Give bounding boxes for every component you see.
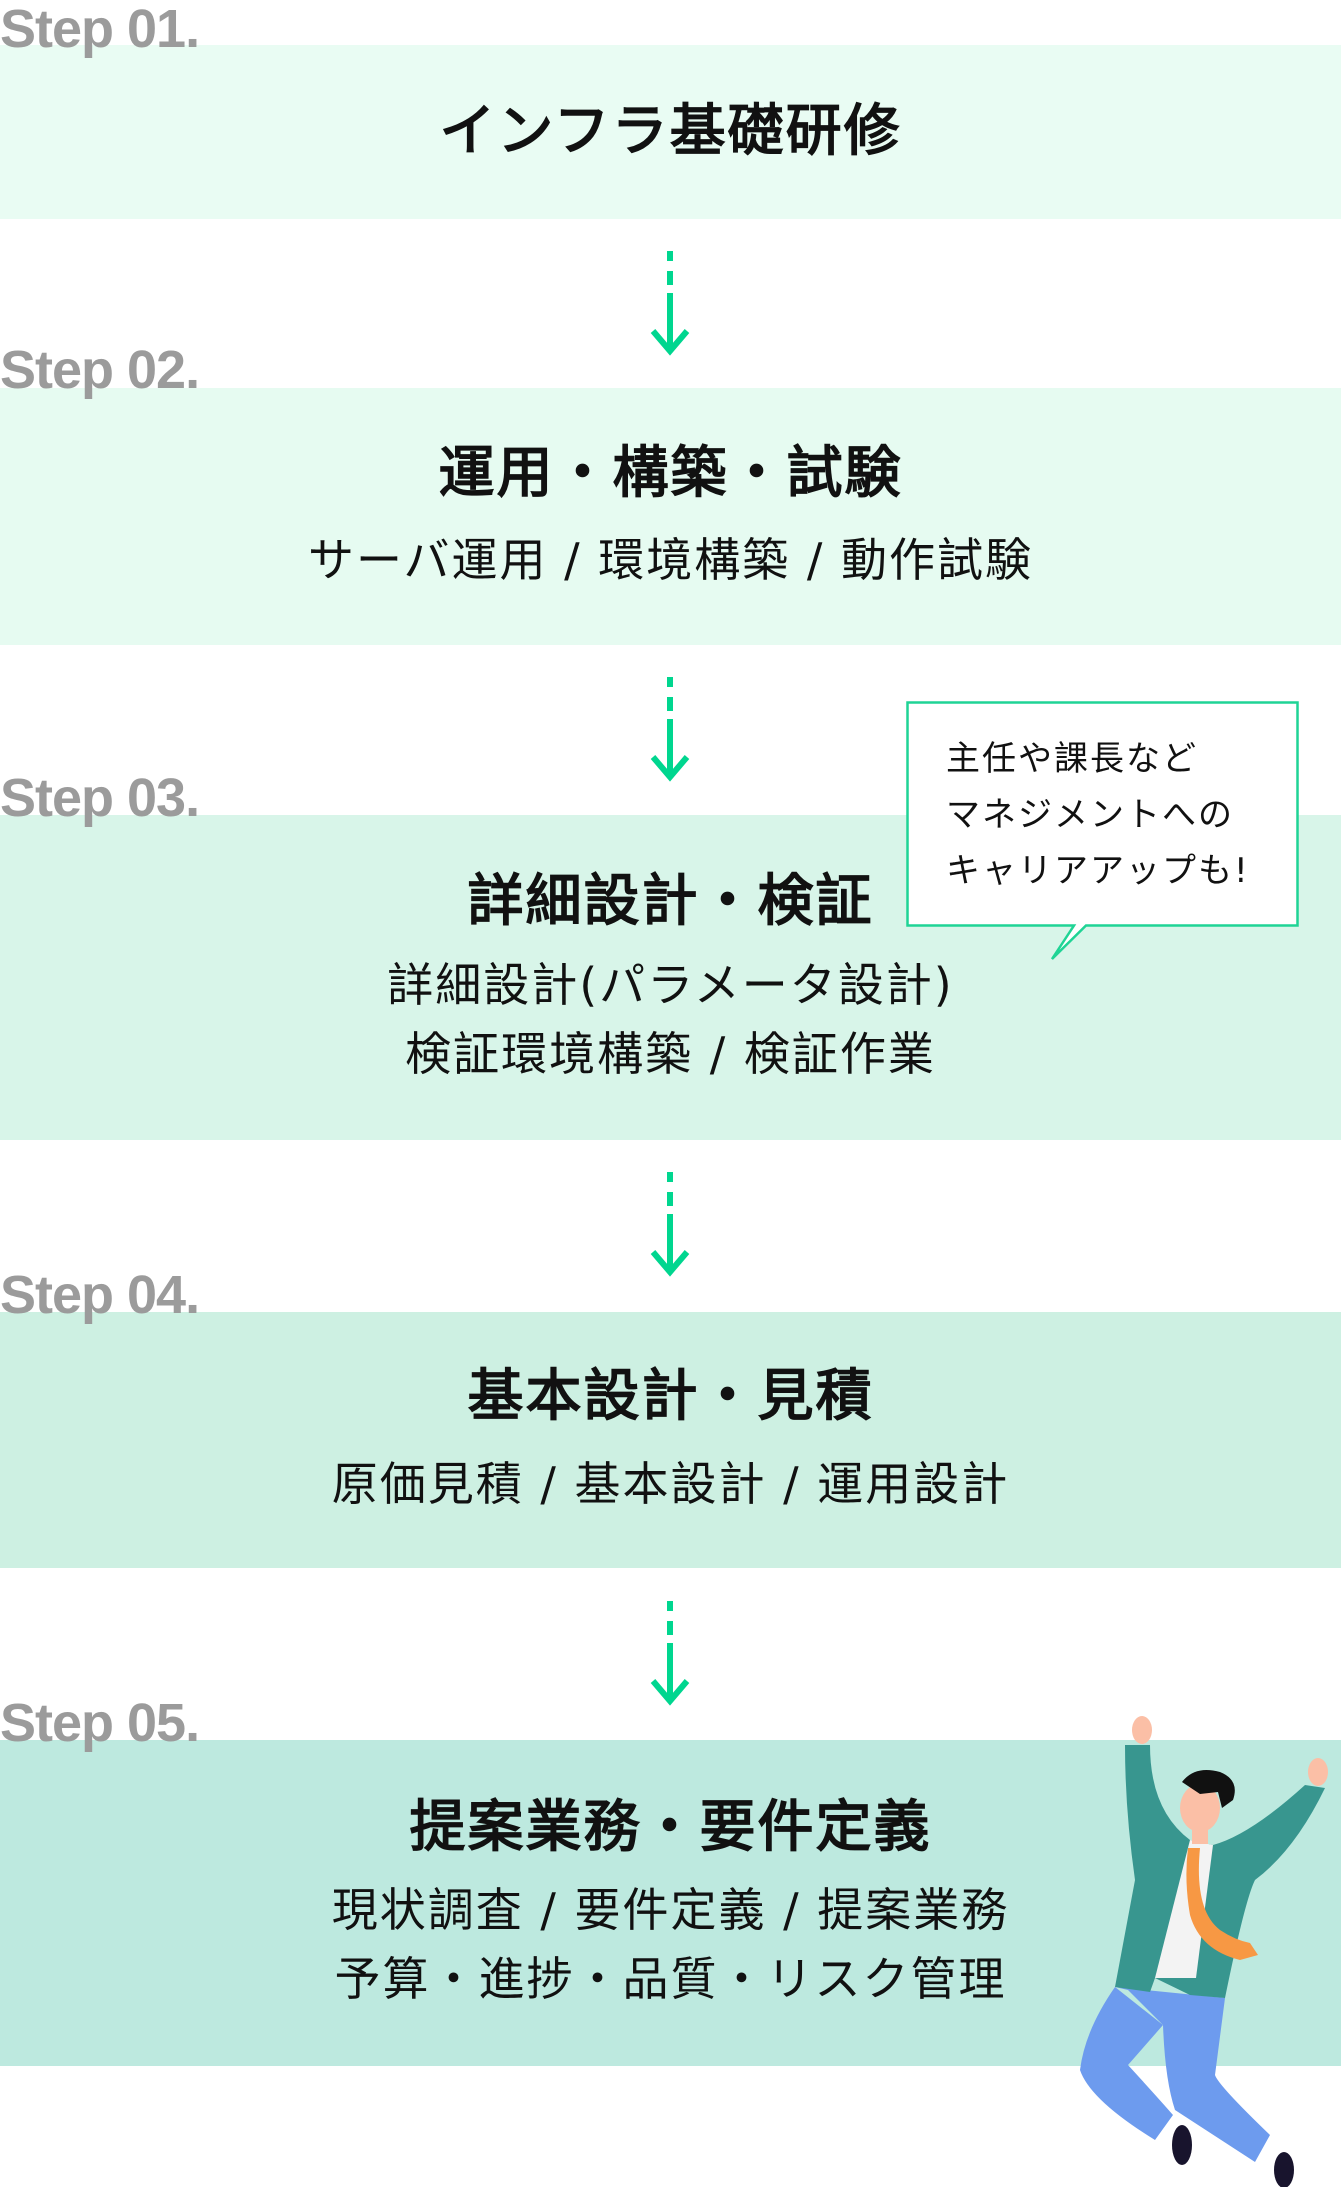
step-detail: 現状調査 / 要件定義 / 提案業務 <box>331 1883 1010 1938</box>
step-label-4: Step 04. <box>0 1265 200 1325</box>
step-detail: 予算・進捗・品質・リスク管理 <box>334 1952 1007 2007</box>
step-label-1: Step 01. <box>0 0 200 59</box>
step-title: 基本設計・見積 <box>467 1364 874 1430</box>
step-box-4: 基本設計・見積 原価見積 / 基本設計 / 運用設計 <box>0 1312 1341 1568</box>
step-label-3: Step 03. <box>0 768 200 828</box>
step-detail: 検証環境構築 / 検証作業 <box>405 1026 936 1081</box>
step-label-2: Step 02. <box>0 340 200 400</box>
step-detail: サーバ運用 / 環境構築 / 動作試験 <box>307 533 1034 588</box>
arrow-down-icon <box>650 1601 690 1706</box>
step-box-2: 運用・構築・試験 サーバ運用 / 環境構築 / 動作試験 <box>0 388 1341 645</box>
speech-bubble-shape <box>906 701 1299 960</box>
step-detail: 詳細設計(パラメータ設計) <box>387 957 954 1012</box>
speech-bubble: 主任や課長など マネジメントへの キャリアアップも! <box>906 701 1299 960</box>
step-title: インフラ基礎研修 <box>439 98 902 164</box>
step-title: 運用・構築・試験 <box>438 440 903 506</box>
arrow-down-icon <box>650 677 690 782</box>
arrow-down-icon <box>650 251 690 356</box>
step-detail: 原価見積 / 基本設計 / 運用設計 <box>331 1456 1010 1511</box>
step-title: 詳細設計・検証 <box>467 869 874 935</box>
step-title: 提案業務・要件定義 <box>409 1794 932 1860</box>
step-label-5: Step 05. <box>0 1693 200 1753</box>
bubble-text: 主任や課長など マネジメントへの キャリアアップも! <box>946 739 1250 891</box>
step-box-1: インフラ基礎研修 <box>0 45 1341 219</box>
jumping-person-illustration <box>1080 1716 1328 2187</box>
arrow-down-icon <box>650 1172 690 1277</box>
